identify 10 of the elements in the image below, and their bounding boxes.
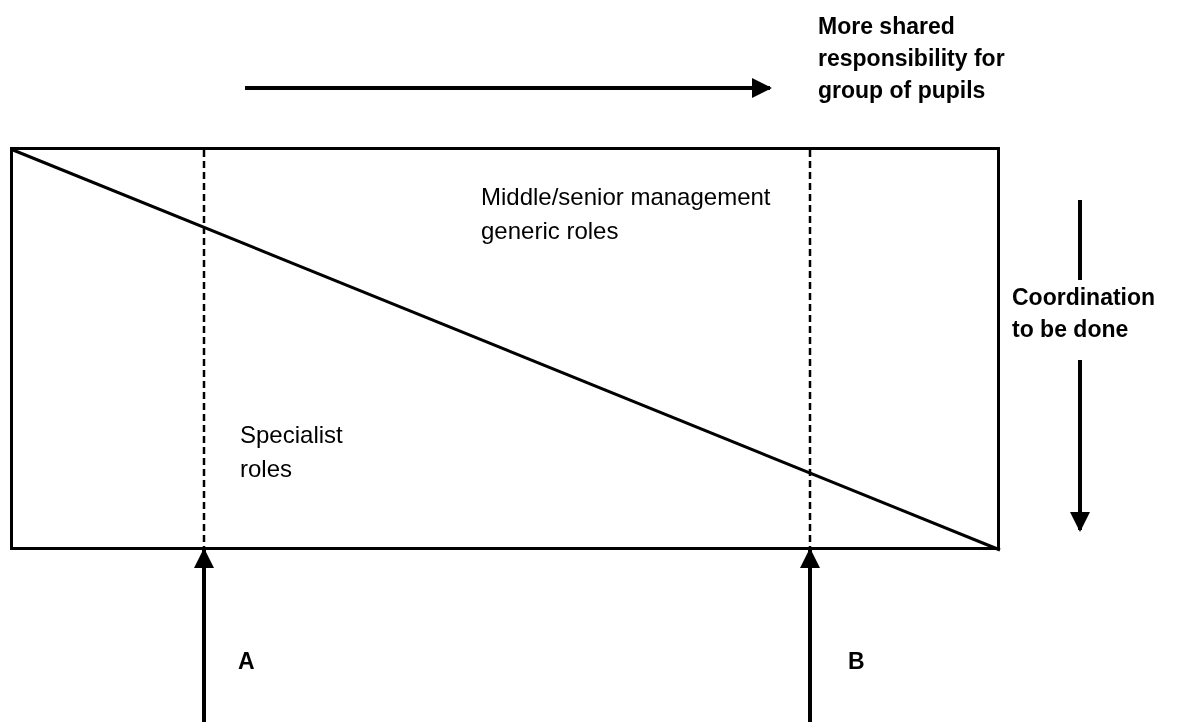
edge-label: A (238, 647, 255, 676)
dashed-line (808, 150, 812, 547)
edge-label: B (848, 647, 865, 676)
region-label: Specialist roles (240, 420, 344, 484)
dashed-line (202, 150, 206, 547)
arrow (800, 548, 820, 722)
axis-label: Coordination to be done (1012, 283, 1157, 344)
arrow (194, 548, 214, 722)
axis-label: More shared responsibility for group of pupils (818, 12, 1006, 105)
region-label: Middle/senior management generic roles (481, 182, 772, 246)
